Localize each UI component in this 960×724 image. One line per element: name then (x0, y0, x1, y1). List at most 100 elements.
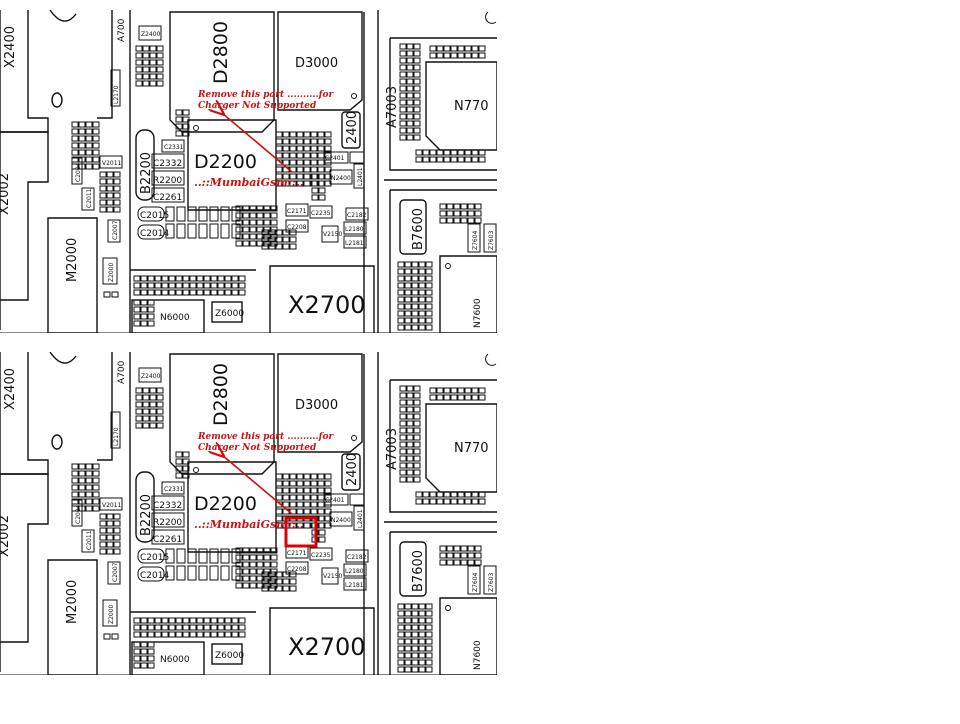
smd-cluster-n (453, 552, 461, 559)
smd-cluster-m (464, 498, 472, 505)
component-r2200 (151, 170, 185, 186)
smd-cluster-k (399, 399, 407, 406)
right-section-outline (384, 379, 497, 523)
smd-cluster-l (429, 387, 437, 394)
label-c2014: C2014 (140, 229, 169, 239)
smd-cluster-b (78, 128, 86, 135)
smd-cluster-f (317, 152, 325, 159)
smd-cluster-a (149, 52, 157, 59)
smd-cluster-g (318, 536, 326, 543)
smd-cluster-f (275, 138, 283, 145)
smd-cluster-k (413, 113, 421, 120)
smd-cluster-a (156, 401, 164, 408)
smd-pad-pair (111, 633, 119, 640)
smd-cluster-b (78, 491, 86, 498)
smd-cluster-o (404, 617, 412, 624)
smd-cluster-k (399, 420, 407, 427)
smd-cluster-f (310, 473, 318, 480)
smd-cluster-o (411, 659, 419, 666)
smd-cluster-k (399, 406, 407, 413)
smd-cluster-n (453, 210, 461, 217)
smd-cluster-k (399, 113, 407, 120)
smd-cluster-e (242, 582, 250, 589)
smd-cluster-o (397, 645, 405, 652)
label-c2235: C2235 (311, 210, 331, 217)
smd-cluster-h (282, 578, 290, 585)
smd-cluster-k (413, 127, 421, 134)
smd-cluster-f (289, 522, 297, 529)
smd-cluster-k (413, 469, 421, 476)
smd-cluster-i (154, 631, 162, 638)
smd-cluster-e (249, 554, 257, 561)
smd-capacitor (220, 548, 230, 564)
smd-cluster-k (406, 134, 414, 141)
label-l2170: L2170 (113, 85, 120, 104)
smd-cluster-h (261, 585, 269, 592)
component-c2015 (137, 206, 165, 222)
smd-cluster-b (71, 128, 79, 135)
smd-cluster-o (418, 275, 426, 282)
smd-cluster-o (418, 303, 426, 310)
smd-cluster-m (464, 156, 472, 163)
smd-cluster-c (113, 199, 121, 206)
smd-cluster-a (135, 73, 143, 80)
smd-cluster-b (85, 491, 93, 498)
smd-cluster-j (140, 648, 148, 655)
smd-cluster-i (175, 275, 183, 282)
smd-capacitor (176, 223, 186, 239)
smd-cluster-o (425, 659, 433, 666)
smd-cluster-k (406, 420, 414, 427)
smd-cluster-o (418, 617, 426, 624)
smd-cluster-l (457, 387, 465, 394)
smd-cluster-b (85, 463, 93, 470)
component-c2007 (107, 219, 121, 243)
smd-cluster-a (149, 408, 157, 415)
ic-d3000-outline (277, 353, 363, 453)
smd-cluster-h (275, 578, 283, 585)
smd-cluster-i (196, 617, 204, 624)
smd-cluster-c (113, 548, 121, 555)
smd-cluster-e (270, 547, 278, 554)
smd-cluster-i (224, 275, 232, 282)
smd-cluster-k (413, 455, 421, 462)
smd-cluster-k (413, 385, 421, 392)
smd-cluster-i (140, 617, 148, 624)
component-n2400 (329, 169, 353, 185)
smd-cluster-i (168, 289, 176, 296)
smd-cluster-e (242, 547, 250, 554)
smd-cluster-i (224, 631, 232, 638)
smd-cluster-b (85, 477, 93, 484)
smd-cluster-k (406, 448, 414, 455)
smd-cluster-i (231, 282, 239, 289)
smd-cluster-e (256, 554, 264, 561)
smd-cluster-n (460, 210, 468, 217)
smd-cluster-o (397, 324, 405, 331)
label-d2800: D2800 (210, 21, 232, 84)
smd-cluster-f (282, 501, 290, 508)
smd-cluster-b (92, 142, 100, 149)
smd-cluster-i (189, 289, 197, 296)
label-c2235: C2235 (311, 552, 331, 559)
smd-cluster-f (282, 131, 290, 138)
smd-cluster-i (161, 617, 169, 624)
label-v2150: V2150 (323, 573, 343, 580)
smd-cluster-h (275, 585, 283, 592)
smd-cluster-d (182, 130, 190, 137)
smd-cluster-o (418, 268, 426, 275)
component-b2200 (135, 471, 155, 543)
smd-cluster-f (310, 508, 318, 515)
label-z7604: Z7604 (472, 572, 479, 592)
smd-cluster-o (397, 617, 405, 624)
smd-cluster-f (282, 180, 290, 187)
smd-cluster-o (397, 631, 405, 638)
smd-cluster-m (415, 491, 423, 498)
label-d3000: D3000 (295, 56, 338, 71)
smd-cluster-f (310, 131, 318, 138)
smd-capacitor (165, 565, 175, 581)
smd-cluster-b (92, 135, 100, 142)
component-c2014 (137, 224, 165, 240)
label-l2181: L2181 (345, 582, 364, 589)
smd-cluster-k (406, 92, 414, 99)
smd-cluster-f (296, 508, 304, 515)
smd-cluster-o (425, 289, 433, 296)
